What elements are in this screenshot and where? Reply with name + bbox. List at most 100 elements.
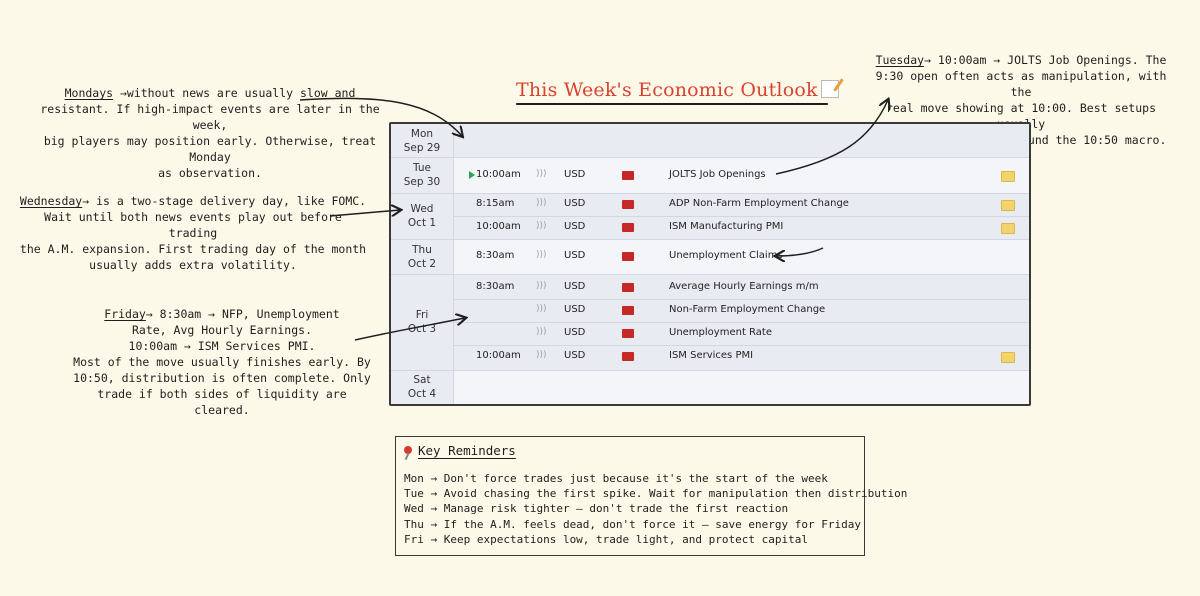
reminder-item: Tue → Avoid chasing the first spike. Wai… xyxy=(404,487,908,501)
note-friday-line: Friday→ 8:30am → NFP, Unemployment xyxy=(104,307,340,321)
note-friday-line: Rate, Avg Hourly Earnings. xyxy=(131,323,312,337)
day-divider xyxy=(391,274,1029,275)
event-time: 10:00am xyxy=(476,168,521,180)
page-title: This Week's Economic Outlook xyxy=(516,78,839,101)
event-name[interactable]: ADP Non-Farm Employment Change xyxy=(669,198,849,209)
reminder-item: Wed → Manage risk tighter — don't trade … xyxy=(404,502,789,516)
sound-icon[interactable]: ))) xyxy=(536,250,547,260)
folder-icon[interactable] xyxy=(1001,223,1015,234)
reminder-item: Fri → Keep expectations low, trade light… xyxy=(404,532,808,546)
day-divider xyxy=(391,370,1029,371)
note-monday-line: big players may position early. Otherwis… xyxy=(43,134,377,164)
row-divider xyxy=(454,299,1029,300)
event-name[interactable]: JOLTS Job Openings xyxy=(669,168,766,180)
event-row[interactable]: ))) USD Unemployment Rate xyxy=(454,322,1029,345)
reminder-item: Thu → If the A.M. feels dead, don't forc… xyxy=(404,517,861,531)
high-impact-icon xyxy=(622,283,634,292)
day-name: Fri xyxy=(415,309,429,321)
day-name: Mon xyxy=(410,127,434,140)
event-currency: USD xyxy=(564,221,586,232)
page-title-text: This Week's Economic Outlook xyxy=(516,79,818,101)
sound-icon[interactable]: ))) xyxy=(536,304,547,314)
event-currency: USD xyxy=(564,281,586,292)
high-impact-icon xyxy=(622,329,634,338)
day-date: Oct 4 xyxy=(407,388,437,400)
event-time: 8:30am xyxy=(476,281,515,292)
high-impact-icon xyxy=(622,352,634,361)
folder-icon[interactable] xyxy=(1001,200,1015,211)
event-name[interactable]: ISM Services PMI xyxy=(669,350,754,361)
event-name[interactable]: Non-Farm Employment Change xyxy=(669,304,826,315)
day-divider xyxy=(391,157,1029,158)
event-row[interactable]: 8:15am))) USD ADP Non-Farm Employment Chan… xyxy=(454,193,1029,216)
sound-icon[interactable]: ))) xyxy=(536,281,547,291)
sound-icon[interactable]: ))) xyxy=(536,350,547,360)
key-reminders-box: Key Reminders Mon → Don't force trades j… xyxy=(395,436,907,556)
sound-icon[interactable]: ))) xyxy=(536,327,547,337)
sound-icon[interactable]: ))) xyxy=(536,168,547,179)
reminders-list: Mon → Don't force trades just because it… xyxy=(404,471,907,547)
folder-icon[interactable] xyxy=(1001,352,1015,363)
row-divider xyxy=(454,216,1029,217)
play-icon[interactable] xyxy=(469,170,475,179)
sound-icon[interactable]: ))) xyxy=(536,221,547,231)
event-currency: USD xyxy=(564,250,586,261)
note-friday-line: 10:00am → ISM Services PMI. xyxy=(128,339,316,353)
event-name[interactable]: Unemployment Rate xyxy=(669,327,772,338)
event-row[interactable]: 8:30am))) USD Average Hourly Earnings m/m xyxy=(454,276,1029,299)
note-tuesday-line: 9:30 open often acts as manipulation, wi… xyxy=(875,69,1167,99)
note-friday-line: Most of the move usually finishes early.… xyxy=(73,355,371,369)
event-time: 8:15am xyxy=(476,198,515,209)
row-divider xyxy=(454,322,1029,323)
day-date: Oct 3 xyxy=(407,323,437,335)
note-wednesday: Wednesday→ is a two-stage delivery day, … xyxy=(18,193,368,273)
reminder-item: Mon → Don't force trades just because it… xyxy=(404,472,828,485)
pushpin-icon xyxy=(404,446,412,454)
event-currency: USD xyxy=(564,327,586,338)
day-divider xyxy=(391,239,1029,240)
key-reminders-title: Key Reminders xyxy=(404,443,516,458)
note-monday-line: as observation. xyxy=(158,166,262,180)
event-currency: USD xyxy=(564,198,586,209)
note-wednesday-line: usually adds extra volatility. xyxy=(89,258,297,272)
high-impact-icon xyxy=(622,252,634,261)
day-date: Sep 30 xyxy=(403,176,441,188)
event-currency: USD xyxy=(564,350,586,361)
event-name[interactable]: Unemployment Claims xyxy=(669,250,783,261)
event-row[interactable]: 10:00am))) USD ISM Services PMI xyxy=(454,345,1029,368)
high-impact-icon xyxy=(622,223,634,232)
note-tuesday-line: Tuesday→ 10:00am → JOLTS Job Openings. T… xyxy=(875,53,1167,67)
folder-icon[interactable] xyxy=(1001,170,1015,182)
high-impact-icon xyxy=(622,306,634,315)
note-monday-line: resistant. If high-impact events are lat… xyxy=(40,102,380,132)
event-name[interactable]: ISM Manufacturing PMI xyxy=(669,221,784,232)
event-time: 10:00am xyxy=(476,350,521,361)
high-impact-icon xyxy=(622,170,634,180)
day-divider xyxy=(391,193,1029,194)
title-underline xyxy=(516,103,828,105)
sound-icon[interactable]: ))) xyxy=(536,198,547,208)
day-name: Thu xyxy=(412,243,432,256)
day-name: Sat xyxy=(413,374,431,386)
event-name[interactable]: Average Hourly Earnings m/m xyxy=(669,281,819,292)
note-friday-line: trade if both sides of liquidity are cle… xyxy=(97,387,347,417)
row-divider xyxy=(454,345,1029,346)
memo-icon xyxy=(820,80,839,98)
